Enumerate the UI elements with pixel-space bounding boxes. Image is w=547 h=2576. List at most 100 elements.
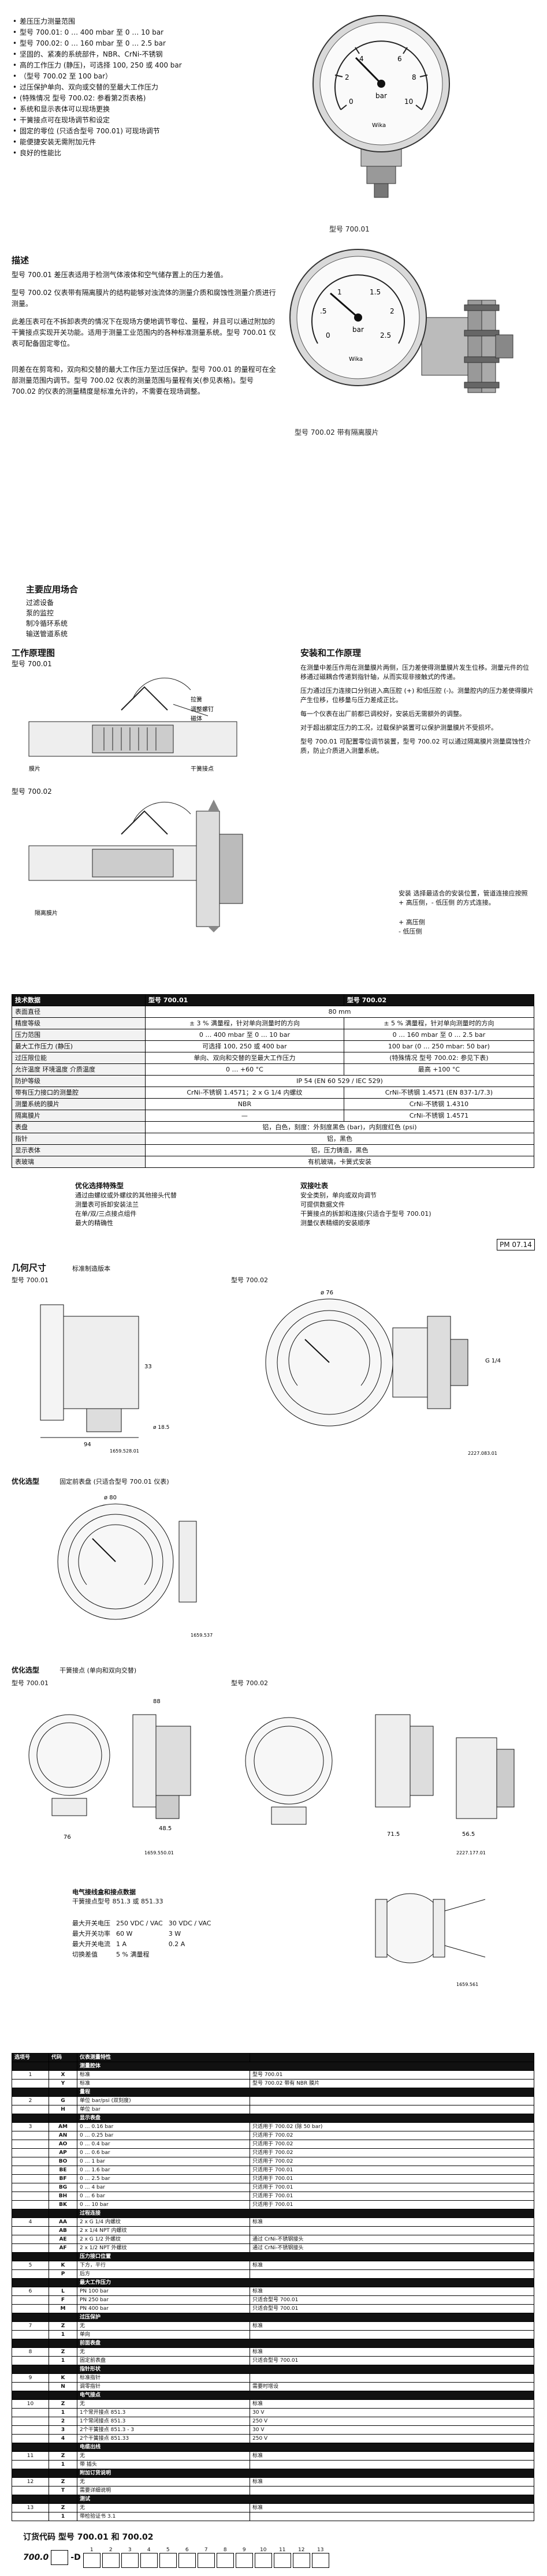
- order-code-box[interactable]: [235, 2553, 253, 2568]
- install-text-4: 对于超出额定压力的工况，过载保护装置可以保护测量膜片不受损坏。: [300, 724, 497, 731]
- spec-label: 允许温度 环境温度 介质温度: [12, 1063, 146, 1076]
- order-code-box[interactable]: [292, 2553, 310, 2568]
- order-option-note: [250, 2269, 534, 2279]
- order-code-box[interactable]: [178, 2553, 196, 2568]
- order-code-box[interactable]: [83, 2553, 101, 2568]
- order-code-box[interactable]: [159, 2553, 177, 2568]
- order-option-code: G: [49, 2096, 77, 2105]
- order-option-note: 需要时增设: [250, 2382, 534, 2391]
- dim-option-note: 固定前表盘 (只适合型号 700.01 仪表): [59, 1478, 169, 1485]
- spec-label: 带有压力接口的测量腔: [12, 1087, 146, 1099]
- spec-label: 压力范围: [12, 1029, 146, 1041]
- order-option-label: 带检验证书 3.1: [77, 2512, 250, 2521]
- order-option-code: BK: [49, 2200, 77, 2209]
- spec-value: 0 … +60 °C: [145, 1063, 344, 1076]
- order-code-box[interactable]: [121, 2553, 139, 2568]
- order-code-box[interactable]: [254, 2553, 272, 2568]
- order-code-box[interactable]: [216, 2553, 234, 2568]
- spec-label: 隔离膜片: [12, 1110, 146, 1122]
- order-code-box[interactable]: [273, 2553, 291, 2568]
- order-option-note: 只适用于 700.01: [250, 2200, 534, 2209]
- order-option-label: 需要详细说明: [77, 2486, 250, 2495]
- order-code-slot-num: 10: [260, 2547, 267, 2553]
- order-code-box[interactable]: [311, 2553, 329, 2568]
- order-group-row: 过程连接: [12, 2209, 534, 2218]
- order-option-num: [12, 2408, 49, 2417]
- order-option-num: [12, 2486, 49, 2495]
- order-group-row: 量程: [12, 2088, 534, 2097]
- contact-wiring-drawing: 1659.561: [375, 1893, 486, 1987]
- feature-item: 能便捷安装无需附加元件: [13, 137, 260, 148]
- order-option-num: [12, 2269, 49, 2279]
- order-option-num: [12, 2512, 49, 2521]
- order-option-code: H: [49, 2105, 77, 2114]
- order-option-note: 通过 CrNi-不锈钢接头: [250, 2243, 534, 2253]
- order-option-note: [250, 2096, 534, 2105]
- order-option-num: [12, 2192, 49, 2201]
- order-code-box[interactable]: [197, 2553, 215, 2568]
- order-group-spacer: [12, 2209, 49, 2218]
- spec-label: 过压限位能: [12, 1052, 146, 1064]
- order-option-label: 0 … 0.4 bar: [77, 2140, 250, 2149]
- order-option-note: 只适用于 700.02: [250, 2148, 534, 2157]
- order-option-num: 6: [12, 2287, 49, 2296]
- order-option-label: 带 插头: [77, 2460, 250, 2469]
- order-option-code: AE: [49, 2235, 77, 2244]
- drawing-num-6: 1659.561: [456, 1982, 478, 1987]
- gauge-700-01-caption: 型号 700.01: [329, 225, 370, 233]
- dim-option-title: 优化选型: [12, 1477, 40, 1485]
- order-code-box[interactable]: [102, 2553, 120, 2568]
- gauge1-tick-0: 0: [349, 98, 353, 106]
- order-option-num: [12, 2105, 49, 2114]
- order-option-label: 0 … 2.5 bar: [77, 2174, 250, 2183]
- drawing-num-4: 1659.550.01: [144, 1850, 174, 1856]
- order-code-box-model[interactable]: [51, 2550, 69, 2565]
- order-option-note: 标准: [250, 2503, 534, 2512]
- order-option-num: [12, 2200, 49, 2209]
- order-code-box[interactable]: [140, 2553, 158, 2568]
- special-options-right-title: 双接吐表: [300, 1182, 329, 1190]
